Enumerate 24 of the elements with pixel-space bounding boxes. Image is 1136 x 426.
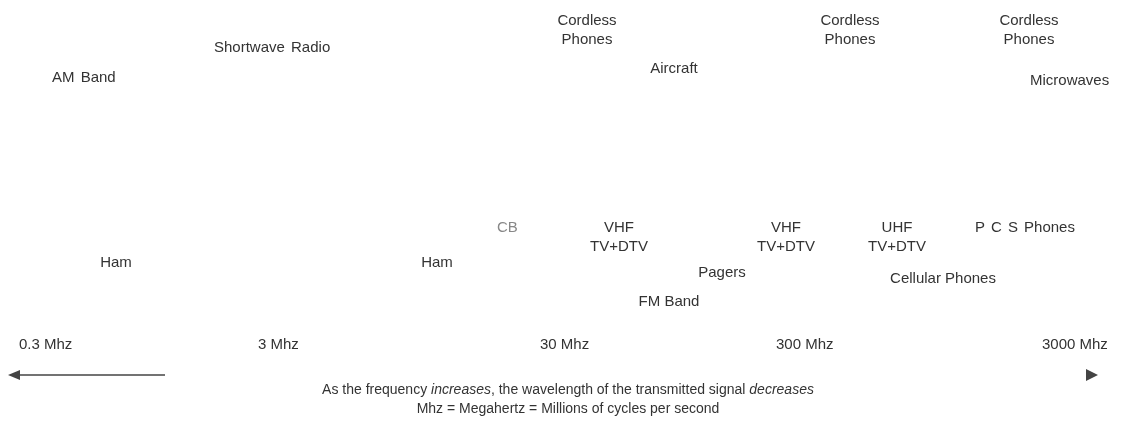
frequency-tick-label: 0.3 Mhz [19, 334, 73, 353]
band-label: Ham [99, 252, 133, 271]
band-label: P C S Phones [975, 217, 1075, 236]
frequency-tick-label: 300 Mhz [776, 334, 834, 353]
band-label: Shortwave Radio [214, 37, 331, 56]
band-label: Cordless Phones [998, 10, 1060, 48]
frequency-tick-label: 3000 Mhz [1042, 334, 1108, 353]
band-label: Cordless Phones [556, 10, 618, 48]
band-label: Aircraft [649, 58, 699, 77]
explanation-note: As the frequency increases, the wavelength of the transmitted signal decreases [321, 380, 815, 399]
frequency-tick-label: 30 Mhz [540, 334, 590, 353]
band-label: Pagers [697, 262, 747, 281]
band-label: Cordless Phones [819, 10, 881, 48]
frequency-tick-label: 3 Mhz [258, 334, 299, 353]
band-label: UHF TV+DTV [867, 217, 927, 255]
band-label: CB [497, 217, 518, 236]
band-label: Ham [420, 252, 454, 271]
band-label: Cellular Phones [889, 268, 997, 287]
band-label: VHF TV+DTV [589, 217, 649, 255]
band-label: VHF TV+DTV [756, 217, 816, 255]
definition-note: Mhz = Megahertz = Millions of cycles per second [415, 399, 721, 418]
band-label: Microwaves [1030, 70, 1110, 89]
band-label: AM Band [52, 67, 116, 86]
band-label: FM Band [637, 291, 701, 310]
